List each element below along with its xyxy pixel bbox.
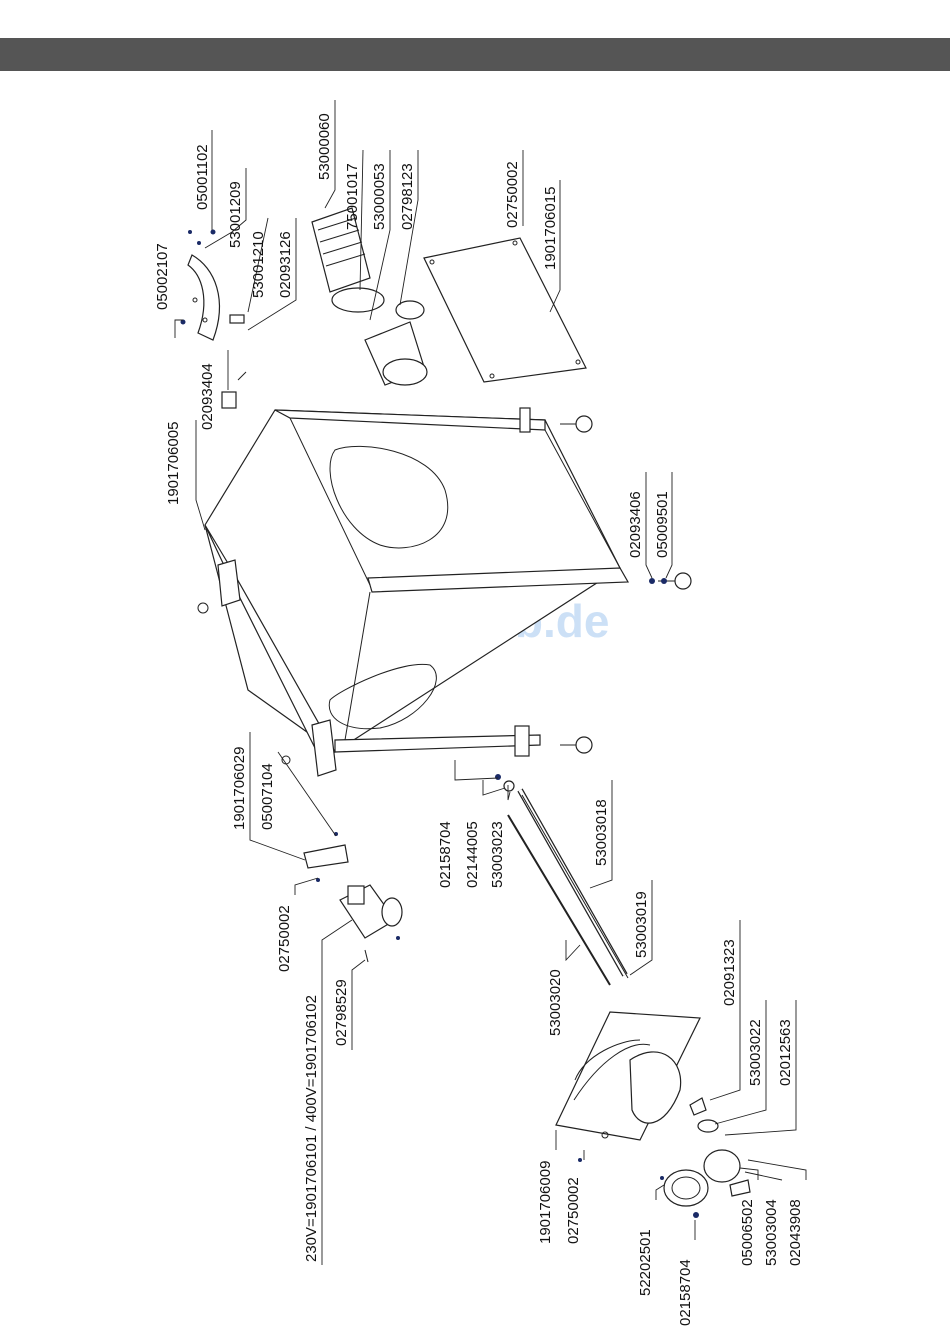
label-05009501: 05009501 <box>654 491 671 558</box>
label-02158704-bot: 02158704 <box>677 1259 694 1326</box>
label-53000053: 53000053 <box>371 163 388 230</box>
label-53003023: 53003023 <box>489 821 506 888</box>
label-05007104: 05007104 <box>259 763 276 830</box>
guide-rails <box>495 774 629 986</box>
label-1901706005: 1901706005 <box>165 422 182 505</box>
dust-hose <box>311 207 428 386</box>
label-230v-400v: 230V=1901706101 / 400V=1901706102 <box>303 995 320 1262</box>
rear-panel <box>423 237 587 383</box>
label-02091323: 02091323 <box>721 939 738 1006</box>
label-02798529: 02798529 <box>333 979 350 1046</box>
label-53000060: 53000060 <box>316 113 333 180</box>
label-1901706015: 1901706015 <box>542 187 559 270</box>
label-53003019: 53003019 <box>633 891 650 958</box>
label-05006502: 05006502 <box>739 1199 756 1266</box>
label-02750002-mid: 02750002 <box>276 905 293 972</box>
front-trunnion-plate <box>555 1011 701 1141</box>
label-75001017: 75001017 <box>344 163 361 230</box>
label-53003022: 53003022 <box>747 1019 764 1086</box>
label-02043908: 02043908 <box>787 1199 804 1266</box>
label-53003018: 53003018 <box>593 799 610 866</box>
cabinet-frame <box>204 407 630 777</box>
label-02093406: 02093406 <box>627 491 644 558</box>
label-02798123: 02798123 <box>399 163 416 230</box>
label-05001102: 05001102 <box>194 144 211 210</box>
label-1901706029: 1901706029 <box>231 747 248 830</box>
label-02144005: 02144005 <box>464 821 481 888</box>
label-02093404: 02093404 <box>199 363 216 430</box>
label-02750002-bot: 02750002 <box>565 1177 582 1244</box>
label-53003004: 53003004 <box>763 1199 780 1266</box>
label-02158704-mid: 02158704 <box>437 821 454 888</box>
label-02750002-top: 02750002 <box>504 161 521 228</box>
label-05002107: 05002107 <box>154 243 171 310</box>
part-labels: 05002107 05001102 53001209 53001210 0209… <box>154 113 804 1326</box>
leader-lines <box>174 100 807 1265</box>
label-1901706009: 1901706009 <box>537 1161 554 1244</box>
label-02012563: 02012563 <box>777 1019 794 1086</box>
trunnion-arc-upper <box>180 229 247 409</box>
label-53001209: 53001209 <box>227 181 244 248</box>
label-53001210: 53001210 <box>250 231 267 298</box>
label-53003020: 53003020 <box>547 969 564 1036</box>
leveling-feet <box>197 415 692 765</box>
header-bar <box>0 38 950 71</box>
label-52202501: 52202501 <box>637 1229 654 1296</box>
handwheel-parts <box>578 1097 751 1218</box>
switch-assembly <box>303 832 403 963</box>
label-02093126: 02093126 <box>277 231 294 298</box>
